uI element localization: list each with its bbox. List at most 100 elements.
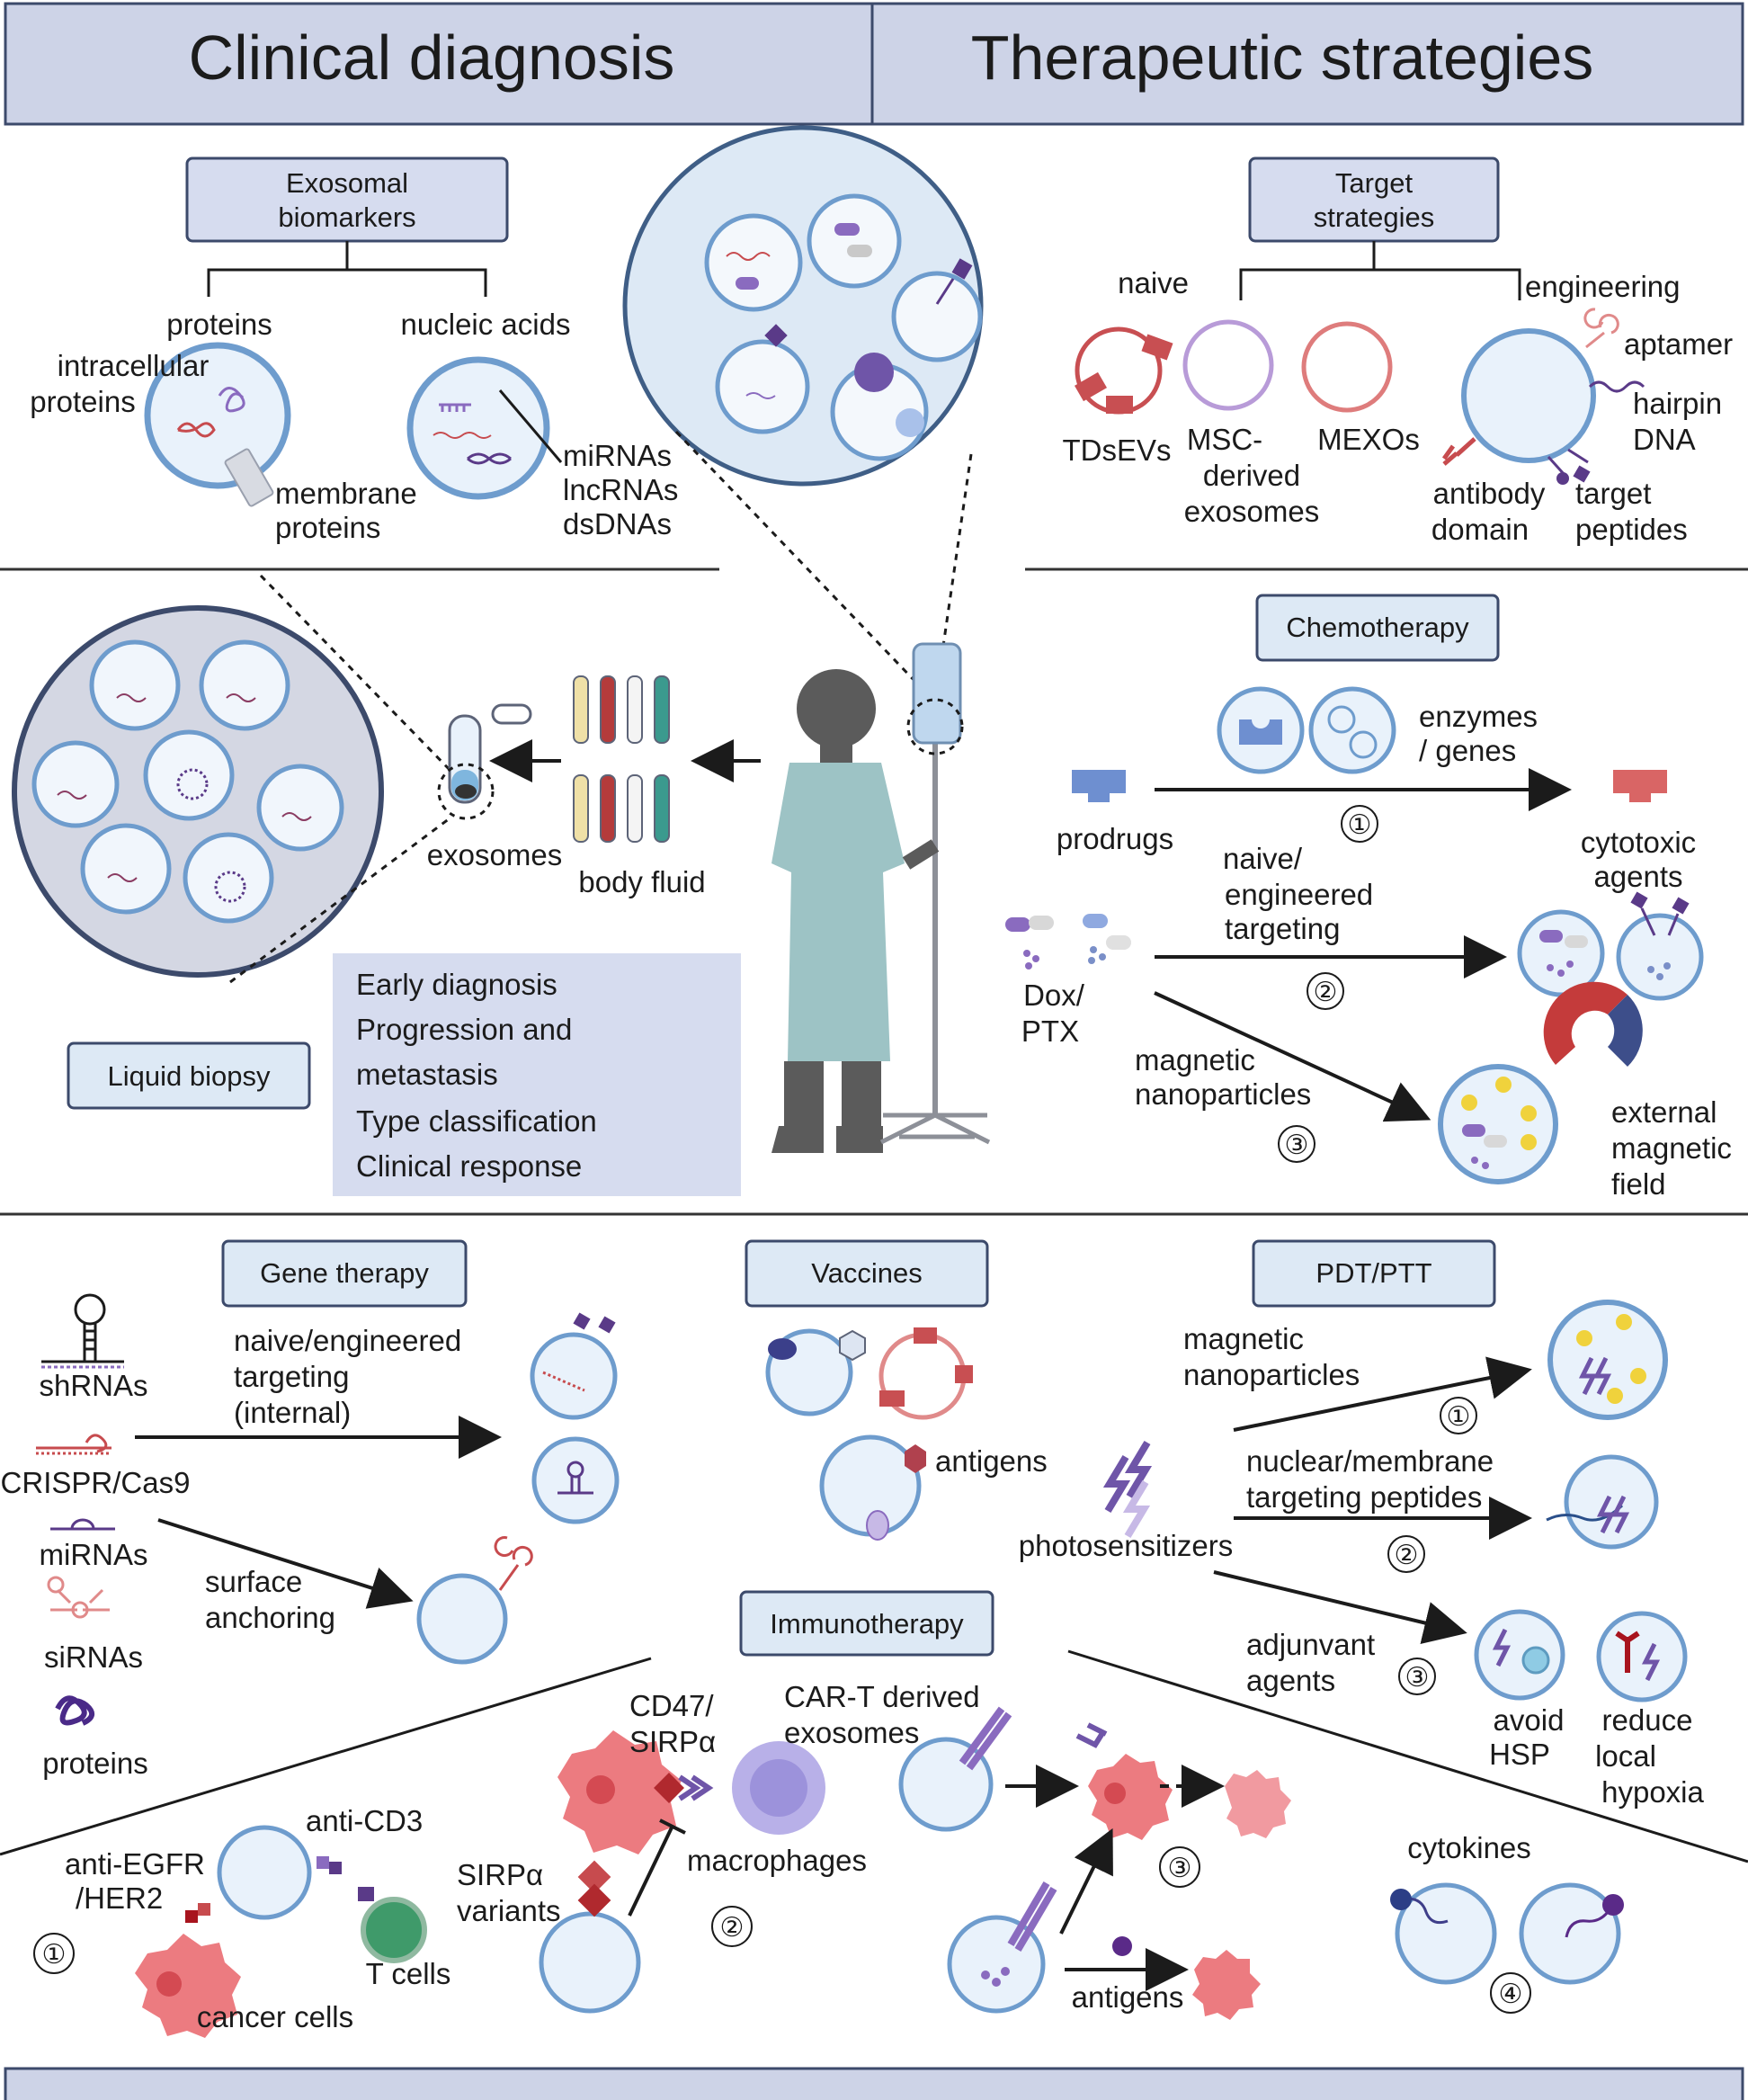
t-cells-label: T cells	[366, 1957, 451, 1990]
antigen-particle-icon	[1112, 1936, 1132, 1956]
mexos-label: MEXOs	[1317, 423, 1420, 456]
pdt-magnetic-label-1: magnetic	[1183, 1322, 1304, 1355]
mirna-icon	[439, 403, 471, 412]
chemo-step-1: ①	[1348, 810, 1372, 840]
avoid-label-2: HSP	[1489, 1738, 1550, 1771]
intracellular-label-1: intracellular	[58, 349, 210, 382]
pdt-step-3: ③	[1405, 1663, 1430, 1693]
crispr-icon	[36, 1434, 111, 1453]
intracellular-protein-red-icon	[176, 422, 216, 438]
avoid-hsp-exosome-icon	[1474, 1609, 1565, 1701]
gene-naive-label-3: (internal)	[234, 1396, 351, 1429]
msc-label-3: exosomes	[1184, 495, 1319, 528]
avoid-label-1: avoid	[1494, 1703, 1565, 1737]
cytokines-label: cytokines	[1407, 1831, 1531, 1864]
immuno-step-2: ②	[720, 1913, 745, 1943]
nuclear-label-1: nuclear/membrane	[1246, 1444, 1494, 1478]
shrna-icon	[41, 1293, 124, 1369]
applications-box	[333, 953, 741, 1196]
prodrug-icon	[1072, 770, 1126, 802]
sirpa-label-2: variants	[457, 1894, 561, 1927]
gene-therapy-label: Gene therapy	[260, 1257, 429, 1289]
target-cancer-cell-icon	[1088, 1754, 1173, 1840]
exosomes-label: exosomes	[427, 838, 562, 871]
chemo-magnetic-label-2: nanoparticles	[1135, 1077, 1311, 1111]
naive-targeting-label-3: targeting	[1225, 912, 1340, 945]
exosomal-biomarkers-line1: Exosomal	[286, 167, 408, 199]
cancer-cells-label: cancer cells	[197, 2000, 353, 2033]
dox-label-1: Dox/	[1023, 979, 1085, 1012]
intracellular-protein-purple-icon	[218, 387, 245, 413]
dsdnas-label: dsDNAs	[563, 507, 672, 541]
liquid-biopsy-label: Liquid biopsy	[108, 1060, 271, 1092]
pdt-magnetic-label-2: nanoparticles	[1183, 1358, 1360, 1391]
protein-vesicle-icon	[144, 342, 291, 489]
tdsevs-label: TDsEVs	[1062, 433, 1171, 467]
pdt-step-2: ②	[1395, 1541, 1419, 1570]
reduce-label-3: hypoxia	[1601, 1775, 1704, 1809]
external-label-1: external	[1611, 1095, 1717, 1129]
gene-naive-label-1: naive/engineered	[234, 1324, 461, 1357]
aptamer-label: aptamer	[1624, 327, 1733, 361]
antigens-label: antigens	[935, 1444, 1048, 1478]
dsdna-icon	[467, 452, 512, 465]
cart-label-1: CAR-T derived	[784, 1680, 980, 1713]
membrane-label-2: proteins	[275, 511, 380, 544]
mirnas-gene-label: miRNAs	[40, 1538, 148, 1571]
liquid-biopsy-box	[67, 1041, 311, 1110]
cd47-cancer-cell-icon	[557, 1730, 682, 1854]
biomarkers-bracket	[207, 241, 487, 297]
reduce-label-2: local	[1595, 1739, 1656, 1773]
sirnas-label: siRNAs	[44, 1640, 143, 1674]
nuclear-label-2: targeting peptides	[1246, 1480, 1482, 1514]
hairpin-label-1: hairpin	[1633, 387, 1722, 420]
iv-bag-icon	[912, 642, 962, 745]
pdt-ptt-box	[1252, 1239, 1496, 1308]
external-label-3: field	[1611, 1167, 1666, 1201]
naive-targeting-label-1: naive/	[1223, 842, 1303, 875]
target-peptide-icon	[1573, 465, 1591, 483]
chemotherapy-label: Chemotherapy	[1286, 612, 1469, 643]
external-label-2: magnetic	[1611, 1131, 1732, 1165]
footer-bar	[4, 2067, 1744, 2100]
anti-egfr-label-1: anti-EGFR	[65, 1847, 205, 1881]
antibody-label-2: domain	[1431, 513, 1529, 546]
antigen-cancer-cell-icon	[1192, 1950, 1261, 2020]
sirna-icon	[50, 1588, 110, 1612]
msc-label-1: MSC-	[1187, 423, 1262, 456]
cytokine-exosome-1-icon	[1395, 1882, 1497, 1985]
proteins-label: proteins	[166, 308, 272, 341]
app-early-diagnosis: Early diagnosis	[356, 968, 557, 1001]
antibody-label-1: antibody	[1433, 477, 1546, 510]
bispecific-exosome-icon	[217, 1825, 312, 1920]
anti-egfr-label-2: /HER2	[76, 1881, 163, 1915]
gene-therapy-panel: Gene therapy shRNAs CRISPR/Cas9 miRNAs s…	[1, 1239, 620, 1780]
mirna-gene-icon	[50, 1518, 115, 1531]
enzymes-label-2: / genes	[1419, 734, 1516, 767]
proteins-gene-label: proteins	[42, 1747, 147, 1780]
surface-anchored-exosome-icon	[416, 1573, 508, 1665]
vaccines-label: Vaccines	[811, 1257, 923, 1289]
membrane-label-1: membrane	[275, 477, 417, 510]
antigens-immuno-label: antigens	[1072, 1980, 1184, 2014]
photosensitizer-icon	[1102, 1440, 1153, 1514]
photosensitizers-label: photosensitizers	[1019, 1529, 1233, 1562]
naive-label: naive	[1118, 266, 1189, 299]
antibody-domain-icon	[1441, 437, 1476, 466]
adjuvant-label-2: agents	[1246, 1664, 1335, 1697]
cancer-cell-icon	[135, 1934, 241, 2038]
app-progression: Progression and	[356, 1013, 572, 1046]
gene-naive-label-2: targeting	[234, 1360, 349, 1393]
msc-exosome-icon	[1182, 319, 1274, 411]
surface-label-1: surface	[205, 1565, 302, 1598]
sirpa-label-1: SIRPα	[457, 1858, 543, 1891]
peptides-label-1: target	[1575, 477, 1651, 510]
vaccines-box	[745, 1239, 989, 1308]
membrane-protein-icon	[224, 448, 274, 507]
msc-label-2: derived	[1203, 459, 1300, 492]
naive-targeting-label-2: engineered	[1225, 878, 1373, 911]
body-fluid-tubes-icon	[573, 675, 670, 843]
chemotherapy-panel: Chemotherapy enzymes / genes prodrugs ① …	[1005, 594, 1732, 1201]
clinical-diagnosis-title: Clinical diagnosis	[189, 22, 675, 93]
